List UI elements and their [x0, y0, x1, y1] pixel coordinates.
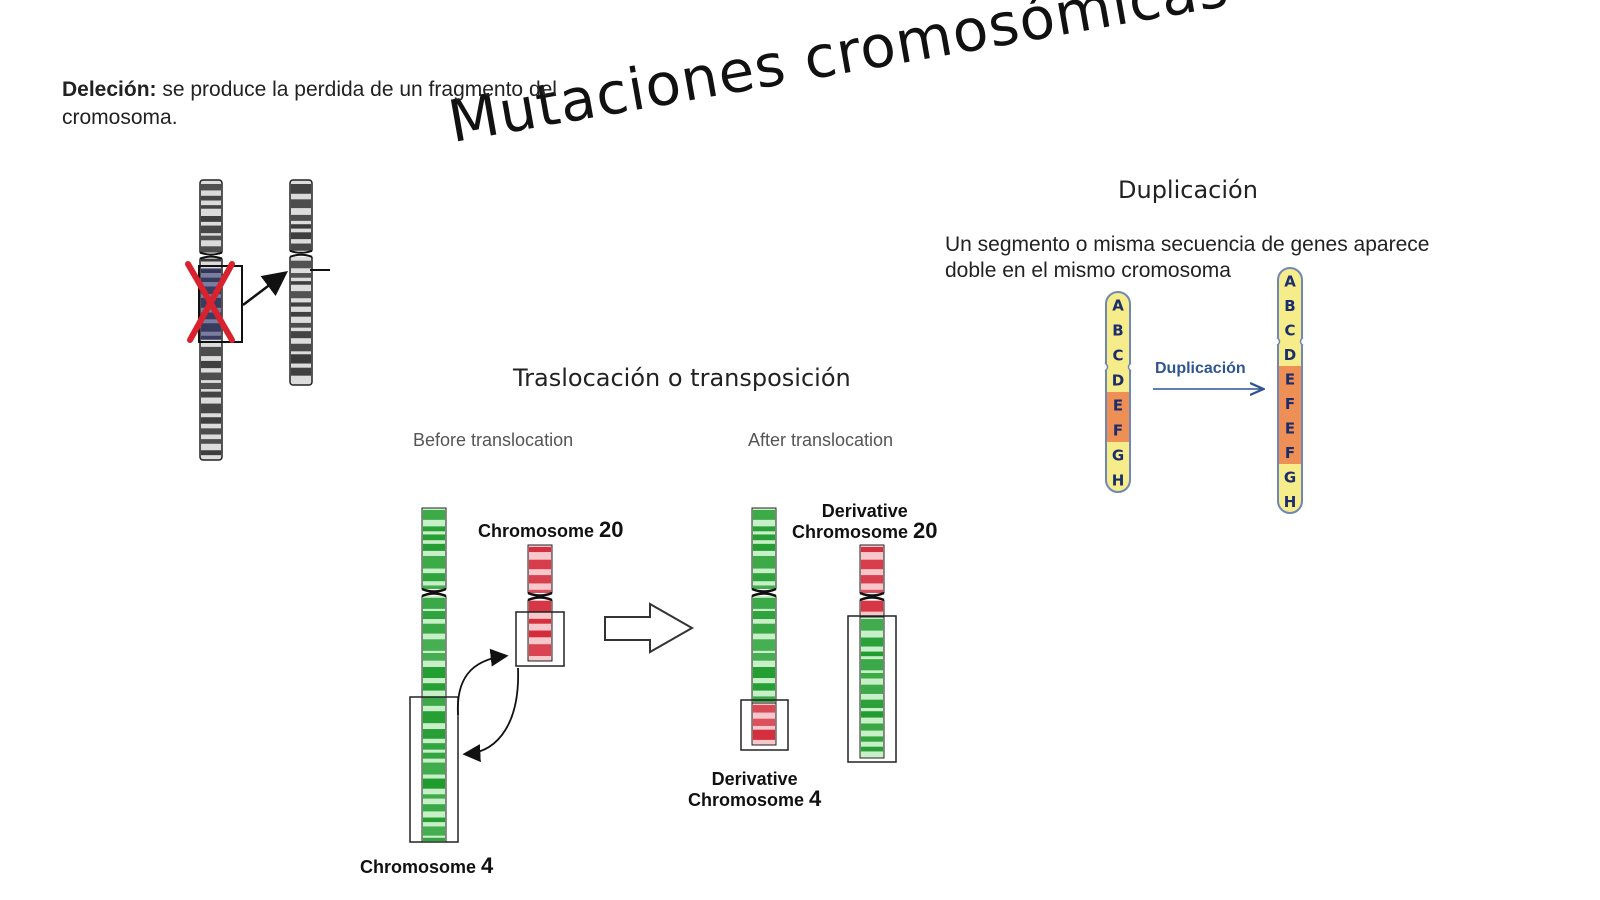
chromosome-4-segment-box — [409, 696, 459, 843]
translocation-arrow-icon — [604, 602, 695, 654]
chromosome-20-label: Chromosome 20 — [478, 517, 624, 542]
gene-label: D — [1112, 372, 1124, 390]
duplication-heading: Duplicación — [1118, 176, 1258, 204]
derivative-4-segment-box — [740, 699, 789, 751]
gene-label: F — [1285, 444, 1295, 462]
gene-label: C — [1112, 347, 1123, 365]
gene-label: E — [1285, 419, 1295, 437]
gene-label: F — [1113, 422, 1123, 440]
deleted-segment-box — [198, 265, 243, 343]
gene-label: H — [1112, 472, 1125, 490]
gene-label: C — [1284, 321, 1295, 339]
gene-label: H — [1284, 493, 1297, 511]
derivative-20-segment-box — [847, 615, 897, 763]
duplication-description: Un segmento o misma secuencia de genes a… — [945, 233, 1430, 282]
deletion-cross-icon — [185, 261, 235, 343]
gene-label: A — [1112, 297, 1124, 315]
deletion-result-chromosome — [289, 179, 313, 386]
deletion-term: Deleción: — [62, 78, 157, 101]
gene-label: A — [1284, 272, 1296, 290]
chromosome-20-before — [527, 544, 553, 662]
gene-label: D — [1284, 346, 1296, 364]
derivative-chromosome-4-after — [751, 507, 777, 746]
swap-arrow-down-icon — [462, 667, 519, 763]
translocation-heading: Traslocación o transposición — [513, 364, 851, 392]
swap-arrow-up-icon — [456, 648, 509, 716]
deletion-description: Deleción: se produce la perdida de un fr… — [62, 76, 622, 132]
after-translocation-label: After translocation — [748, 430, 894, 450]
duplication-arrow-label: Duplicación — [1155, 360, 1246, 377]
derivative-chromosome-20-label: Derivative Chromosome 20 — [792, 501, 938, 543]
gene-label: E — [1113, 397, 1123, 415]
chromosome-4-before — [421, 507, 447, 843]
gene-label: B — [1112, 322, 1123, 340]
derivative-chromosome-20-after — [859, 544, 885, 759]
deletion-text: se produce la perdida de un fragmento de… — [62, 78, 557, 129]
derivative-chromosome-4-label: Derivative Chromosome 4 — [688, 769, 822, 811]
before-translocation-label: Before translocation — [413, 430, 574, 450]
deletion-arrow-icon — [242, 270, 288, 306]
gene-label: G — [1112, 447, 1124, 465]
chromosome-20-segment-box — [515, 611, 565, 667]
gene-label: F — [1285, 395, 1295, 413]
gene-label: E — [1285, 370, 1295, 388]
gene-label: G — [1284, 468, 1296, 486]
gene-label: B — [1284, 297, 1295, 315]
chromosome-4-label: Chromosome 4 — [360, 853, 494, 878]
